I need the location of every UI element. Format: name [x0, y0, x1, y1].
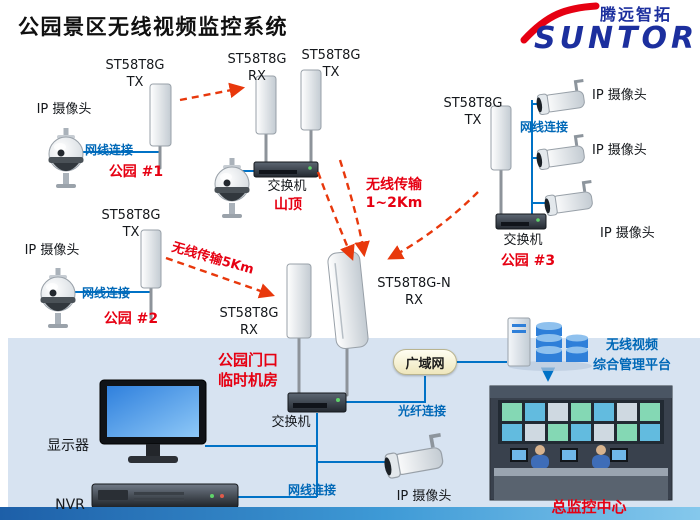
room-switch-label: 交换机: [271, 415, 311, 430]
switch-icon-hilltop: [253, 161, 319, 178]
nvr-label: NVR: [55, 497, 85, 513]
server-platform-icon: [507, 317, 592, 371]
site1-name-label: 公园 #1: [108, 164, 164, 180]
dome-camera-icon-site2: [40, 267, 76, 329]
wan-label: 广域网: [405, 356, 445, 372]
hilltop-name-label: 山顶: [274, 197, 302, 213]
logo-swoosh-icon: [520, 2, 600, 44]
site1-bridge-label: ST58T8G TX: [105, 58, 165, 90]
page-title: 公园景区无线视频监控系统: [18, 15, 288, 39]
site3-switch-label: 交换机: [503, 233, 543, 248]
center-rxn-label: ST58T8G-N RX: [377, 276, 451, 308]
monitor-label: 显示器: [47, 438, 89, 454]
site2-camera-label: IP 摄像头: [24, 243, 80, 258]
hilltop-rx-label: ST58T8G RX: [227, 52, 287, 84]
bullet-camera-icon-3: [540, 180, 597, 218]
room-cable-label: 网线连接: [287, 483, 336, 497]
footer-bar: [0, 507, 700, 520]
nvr-icon: [91, 483, 239, 509]
site1-cable-label: 网线连接: [84, 143, 133, 157]
site2-name-label: 公园 #2: [103, 311, 159, 327]
wireless-bridge-antennas: [140, 69, 512, 350]
room-camera-label: IP 摄像头: [396, 489, 452, 504]
site3-camera1-label: IP 摄像头: [592, 88, 647, 103]
logo-brand-text: SUNTOR: [534, 21, 698, 56]
bridge-antenna-icon-center-rx: [286, 263, 312, 339]
site3-bridge-label: ST58T8G TX: [443, 96, 503, 128]
hilltop-switch-label: 交换机: [267, 179, 307, 194]
wireless-link-arrows: [165, 82, 479, 299]
sector-antenna-icon: [327, 250, 369, 350]
switch-icon-site3: [495, 213, 547, 230]
bullet-camera-icon-2: [532, 134, 589, 172]
site1-camera-label: IP 摄像头: [36, 102, 92, 117]
hilltop-wireless-label: 无线传输 1~2Km: [365, 177, 423, 212]
monitor-icon: [99, 379, 207, 463]
bridge-antenna-icon-site1: [149, 83, 172, 147]
center-rx-label: ST58T8G RX: [219, 306, 279, 338]
site3-cable-label: 网线连接: [519, 120, 568, 134]
hilltop-tx-label: ST58T8G TX: [301, 48, 361, 80]
suntor-logo: 腾远智拓 SUNTOR: [520, 2, 698, 56]
site3-camera3-label: IP 摄像头: [600, 226, 655, 241]
platform-name-label: 无线视频 综合管理平台: [592, 338, 671, 373]
dome-camera-icon-hilltop: [214, 157, 250, 219]
wan-node: 广域网: [393, 349, 457, 375]
site2-cable-label: 网线连接: [81, 286, 130, 300]
bridge-antenna-icon-hill-rx: [255, 75, 277, 135]
bridge-antenna-icon-site3: [490, 105, 512, 171]
control-center-label: 总监控中心: [551, 498, 627, 516]
site3-name-label: 公园 #3: [500, 253, 556, 269]
bridge-antenna-icon-site2: [140, 229, 162, 289]
bridge-antenna-icon-hill-tx: [300, 69, 322, 131]
site2-bridge-label: ST58T8G TX: [101, 208, 161, 240]
bullet-camera-icon-1: [532, 79, 589, 117]
bullet-camera-icon-room: [379, 433, 449, 481]
site3-camera2-label: IP 摄像头: [592, 143, 647, 158]
room-name-label: 公园门口 临时机房: [217, 351, 278, 390]
fiber-label: 光纤连接: [397, 404, 446, 418]
switch-icon-room: [287, 392, 347, 413]
control-room-photo: [489, 385, 673, 501]
logo-cn-text: 腾远智拓: [600, 5, 672, 24]
